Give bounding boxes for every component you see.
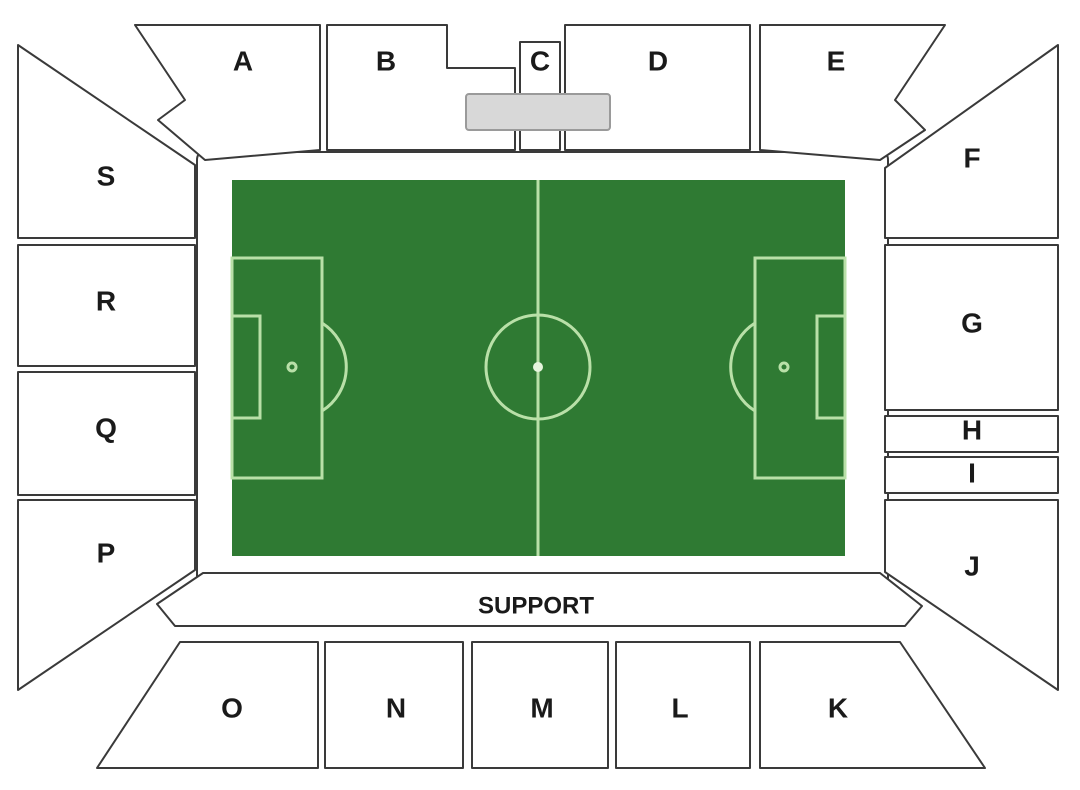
section-r-label: R [96, 285, 116, 316]
section-support-label: SUPPORT [478, 592, 594, 619]
section-l[interactable] [615, 641, 751, 769]
right-penalty-arc [729, 321, 756, 413]
section-g[interactable] [884, 244, 1059, 411]
left-penalty-arc [321, 321, 348, 413]
section-q[interactable] [17, 371, 196, 496]
section-i[interactable] [884, 456, 1059, 494]
section-d[interactable] [564, 24, 751, 151]
center-spot [533, 362, 543, 372]
section-support[interactable] [156, 572, 923, 627]
section-d-label: D [648, 45, 668, 76]
section-s[interactable] [17, 44, 196, 239]
section-a[interactable] [134, 24, 321, 161]
section-n-label: N [386, 692, 406, 723]
section-j-label: J [964, 550, 980, 581]
section-g-label: G [961, 307, 983, 338]
left-penalty-spot [286, 361, 298, 373]
section-k[interactable] [759, 641, 986, 769]
left-goal-area [230, 314, 262, 420]
section-n[interactable] [324, 641, 464, 769]
section-i-label: I [968, 457, 976, 488]
center-circle [484, 313, 592, 421]
section-h[interactable] [884, 415, 1059, 453]
section-m-label: M [530, 692, 553, 723]
section-e-label: E [827, 45, 846, 76]
section-r[interactable] [17, 244, 196, 367]
section-b[interactable] [326, 24, 516, 151]
section-o-label: O [221, 692, 243, 723]
section-s-label: S [97, 160, 116, 191]
section-e[interactable] [759, 24, 946, 161]
section-l-label: L [671, 692, 688, 723]
section-h-label: H [962, 414, 982, 445]
section-q-label: Q [95, 412, 117, 443]
section-p-label: P [97, 537, 116, 568]
section-c-label: C [530, 45, 550, 76]
pitch [230, 180, 847, 556]
media-box [465, 93, 611, 131]
section-p[interactable] [17, 499, 196, 691]
section-m[interactable] [471, 641, 609, 769]
section-b-label: B [376, 45, 396, 76]
section-f-label: F [963, 142, 980, 173]
section-j[interactable] [884, 499, 1059, 691]
right-goal-area [815, 314, 847, 420]
section-k-label: K [828, 692, 848, 723]
section-o[interactable] [96, 641, 319, 769]
section-a-label: A [233, 45, 253, 76]
right-penalty-spot [778, 361, 790, 373]
section-f[interactable] [884, 44, 1059, 239]
